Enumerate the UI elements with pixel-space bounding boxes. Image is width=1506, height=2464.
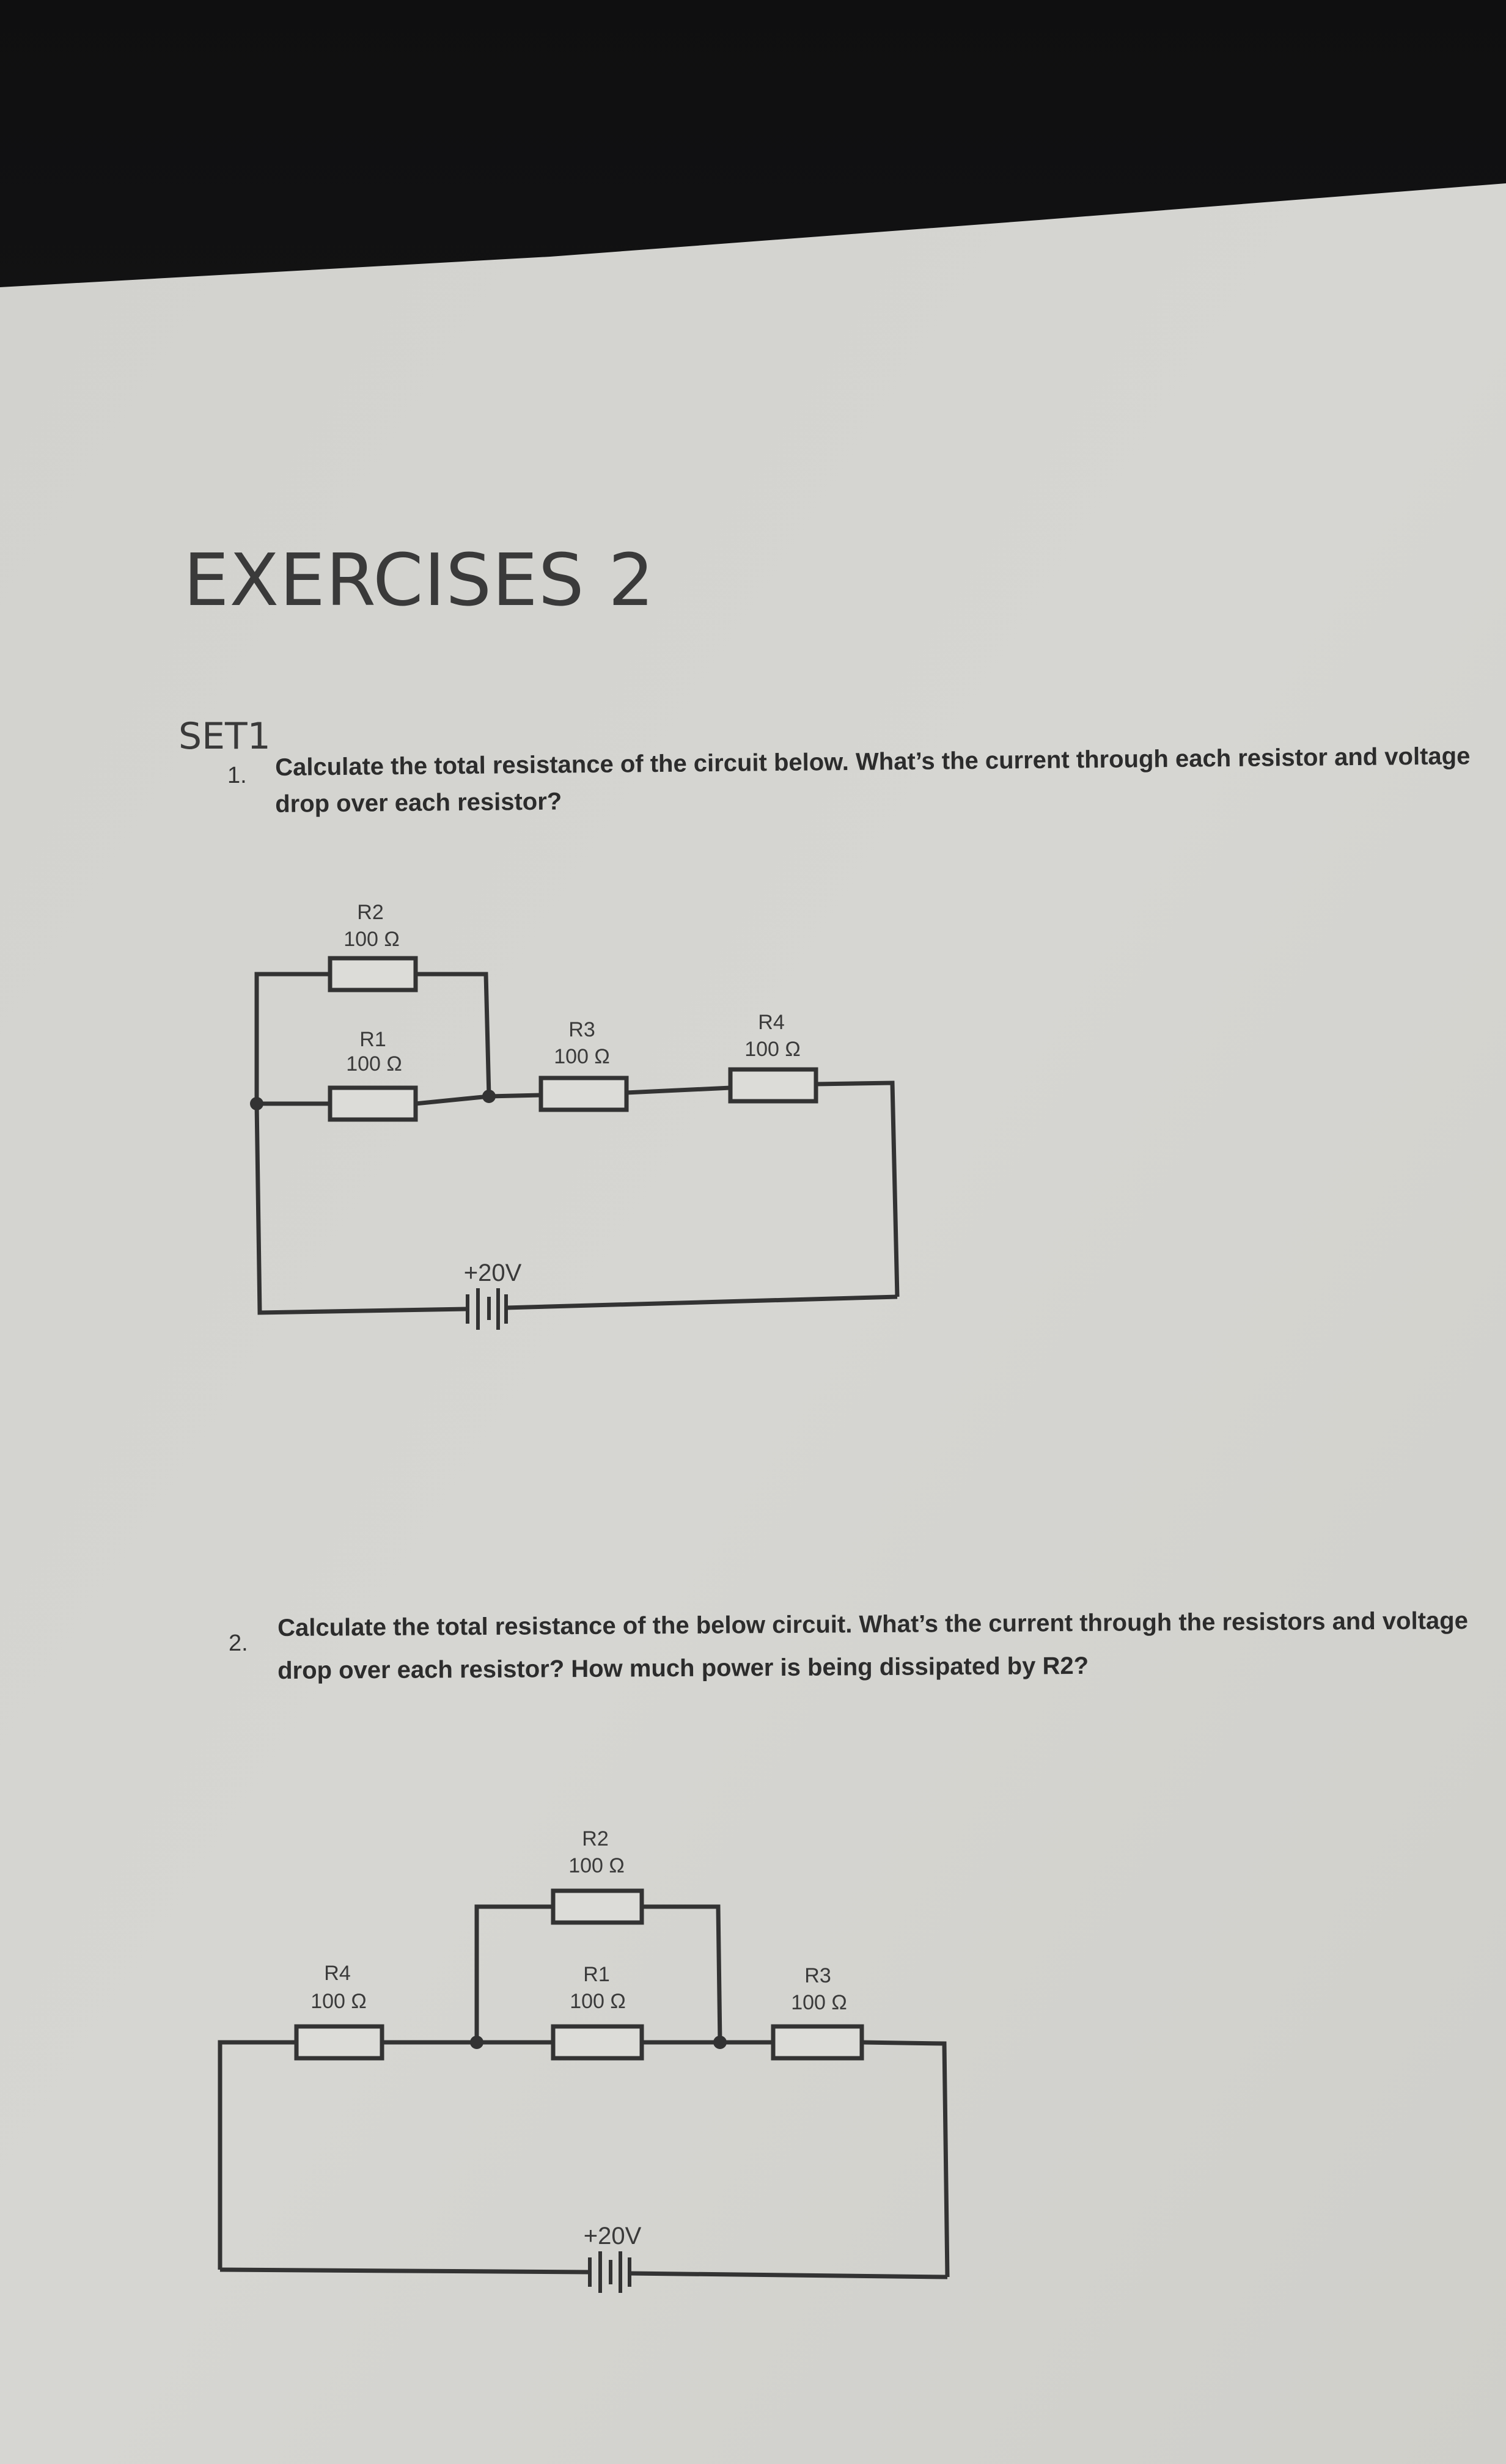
- circuit-2-wires: [218, 1904, 950, 2279]
- circuit-2-r2-label: R2: [582, 1827, 608, 1850]
- circuit-2-junction-left: [470, 2036, 483, 2049]
- circuit-2-r1-resistor: [551, 2024, 644, 2061]
- circuit-2-junction-right: [713, 2036, 727, 2049]
- circuit-2-battery-symbol: [588, 2251, 631, 2293]
- circuit-1-wires: [254, 972, 900, 1315]
- circuit-2-battery-label: +20V: [584, 2223, 642, 2250]
- page-title: EXERCISES 2: [183, 538, 655, 622]
- circuit-1-r1-label: R1: [359, 1028, 386, 1051]
- circuit-1-r4-label: R4: [758, 1011, 784, 1034]
- circuit-1-r2-value: 100 Ω: [343, 928, 400, 951]
- circuit-1-battery-label: +20V: [464, 1260, 522, 1286]
- circuit-2-r2-resistor: [551, 1888, 644, 1925]
- circuit-1-battery-symbol: [466, 1288, 508, 1330]
- circuit-2-r4-resistor: [294, 2024, 384, 2061]
- circuit-1-r1-resistor: [328, 1085, 418, 1122]
- circuit-2-r4-value: 100 Ω: [310, 1990, 367, 2013]
- circuit-2-r3-resistor: [771, 2024, 864, 2061]
- circuit-1-r3-value: 100 Ω: [554, 1045, 610, 1068]
- circuit-1-junction-right: [482, 1090, 496, 1103]
- circuit-1-r4-resistor: [728, 1067, 818, 1104]
- question-1-number: 1.: [227, 763, 247, 788]
- circuit-1-junction-left: [250, 1097, 263, 1110]
- circuit-1-r2-resistor: [328, 956, 418, 992]
- circuit-2-r1-value: 100 Ω: [570, 1990, 626, 2013]
- circuit-2-r3-label: R3: [804, 1964, 831, 1987]
- circuit-1-r3-resistor: [538, 1076, 629, 1112]
- circuit-2-r1-label: R1: [583, 1963, 609, 1986]
- set-label: SET1: [178, 715, 271, 758]
- question-2-number: 2.: [229, 1630, 248, 1656]
- circuit-2-r2-value: 100 Ω: [568, 1854, 625, 1877]
- circuit-2-r4-label: R4: [324, 1962, 350, 1985]
- paper-sheet: [0, 183, 1506, 2464]
- circuit-1-r4-value: 100 Ω: [744, 1038, 801, 1061]
- circuit-1-r2-label: R2: [357, 901, 383, 924]
- circuit-2-r3-value: 100 Ω: [791, 1991, 847, 2014]
- circuit-1-r3-label: R3: [568, 1018, 595, 1041]
- circuit-1-r1-value: 100 Ω: [346, 1052, 402, 1076]
